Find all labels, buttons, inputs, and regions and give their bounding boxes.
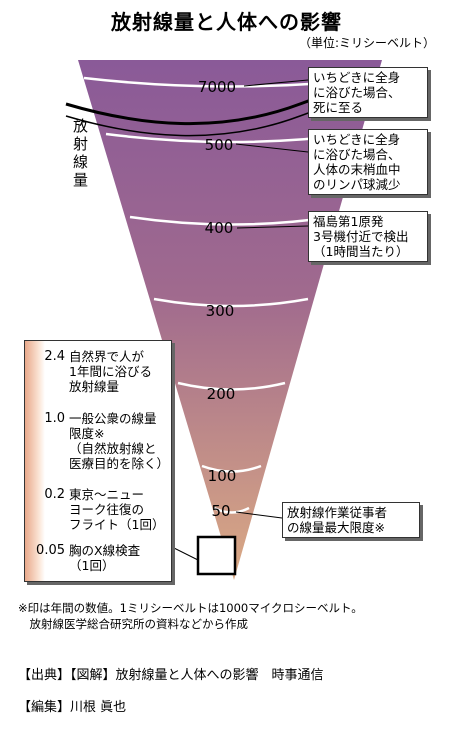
band-400 bbox=[129, 215, 333, 226]
tick-100: 100 bbox=[208, 467, 237, 485]
xray-box bbox=[196, 535, 237, 576]
band-300 bbox=[153, 297, 309, 308]
tick-300: 300 bbox=[206, 302, 235, 320]
leader-500 bbox=[235, 143, 309, 153]
legend-text: 東京～ニュー ヨーク往復の フライト（1回） bbox=[69, 487, 165, 532]
axis-label: 放射線量 bbox=[71, 118, 89, 190]
legend-text: 胸のX線検査 （1回） bbox=[69, 543, 141, 573]
callout-7000: いちどきに全身 に浴びた場合、 死に至る bbox=[308, 67, 428, 118]
leader-50 bbox=[235, 511, 283, 519]
legend-value: 0.05 bbox=[36, 543, 65, 558]
tick-500: 500 bbox=[205, 136, 234, 154]
editor-credit: 【編集】川根 眞也 bbox=[18, 700, 127, 715]
band-50 bbox=[213, 506, 250, 514]
dose-cone bbox=[78, 60, 382, 580]
legend-text: 自然界で人が 1年間に浴びる 放射線量 bbox=[69, 349, 152, 394]
tick-400: 400 bbox=[205, 219, 234, 237]
legend-text: 一般公衆の線量 限度※ （自然放射線と 医療目的を除く） bbox=[69, 411, 170, 471]
footnote: ※印は年間の数値。1ミリシーベルトは1000マイクロシーベルト。 放射線医学総合… bbox=[18, 601, 363, 631]
band-200 bbox=[177, 381, 286, 391]
low-dose-legend: 2.4 自然界で人が 1年間に浴びる 放射線量 1.0 一般公衆の線量 限度※ … bbox=[24, 340, 172, 582]
legend-value: 2.4 bbox=[44, 349, 65, 364]
source-credit: 【出典】【図解】放射線量と人体への影響 時事通信 bbox=[18, 668, 324, 683]
tick-200: 200 bbox=[207, 385, 236, 403]
leader-400 bbox=[236, 225, 309, 229]
unit-label: （単位:ミリシーベルト） bbox=[298, 36, 435, 50]
tick-50: 50 bbox=[211, 502, 230, 520]
leader-7000 bbox=[243, 79, 309, 87]
callout-500: いちどきに全身 に浴びた場合、 人体の末梢血中 のリンパ球減少 bbox=[308, 129, 428, 195]
tick-7000: 7000 bbox=[198, 78, 236, 96]
callout-50: 放射線作業従事者 の線量最大限度※ bbox=[282, 502, 420, 538]
legend-value: 0.2 bbox=[44, 487, 65, 502]
callout-400: 福島第1原発 3号機付近で検出 （1時間当たり） bbox=[308, 211, 428, 262]
legend-value: 1.0 bbox=[44, 411, 65, 426]
page-title: 放射線量と人体への影響 bbox=[111, 10, 342, 34]
band-100 bbox=[201, 464, 262, 473]
leader-xray bbox=[169, 545, 199, 561]
legend-gradient-strip bbox=[25, 341, 45, 581]
